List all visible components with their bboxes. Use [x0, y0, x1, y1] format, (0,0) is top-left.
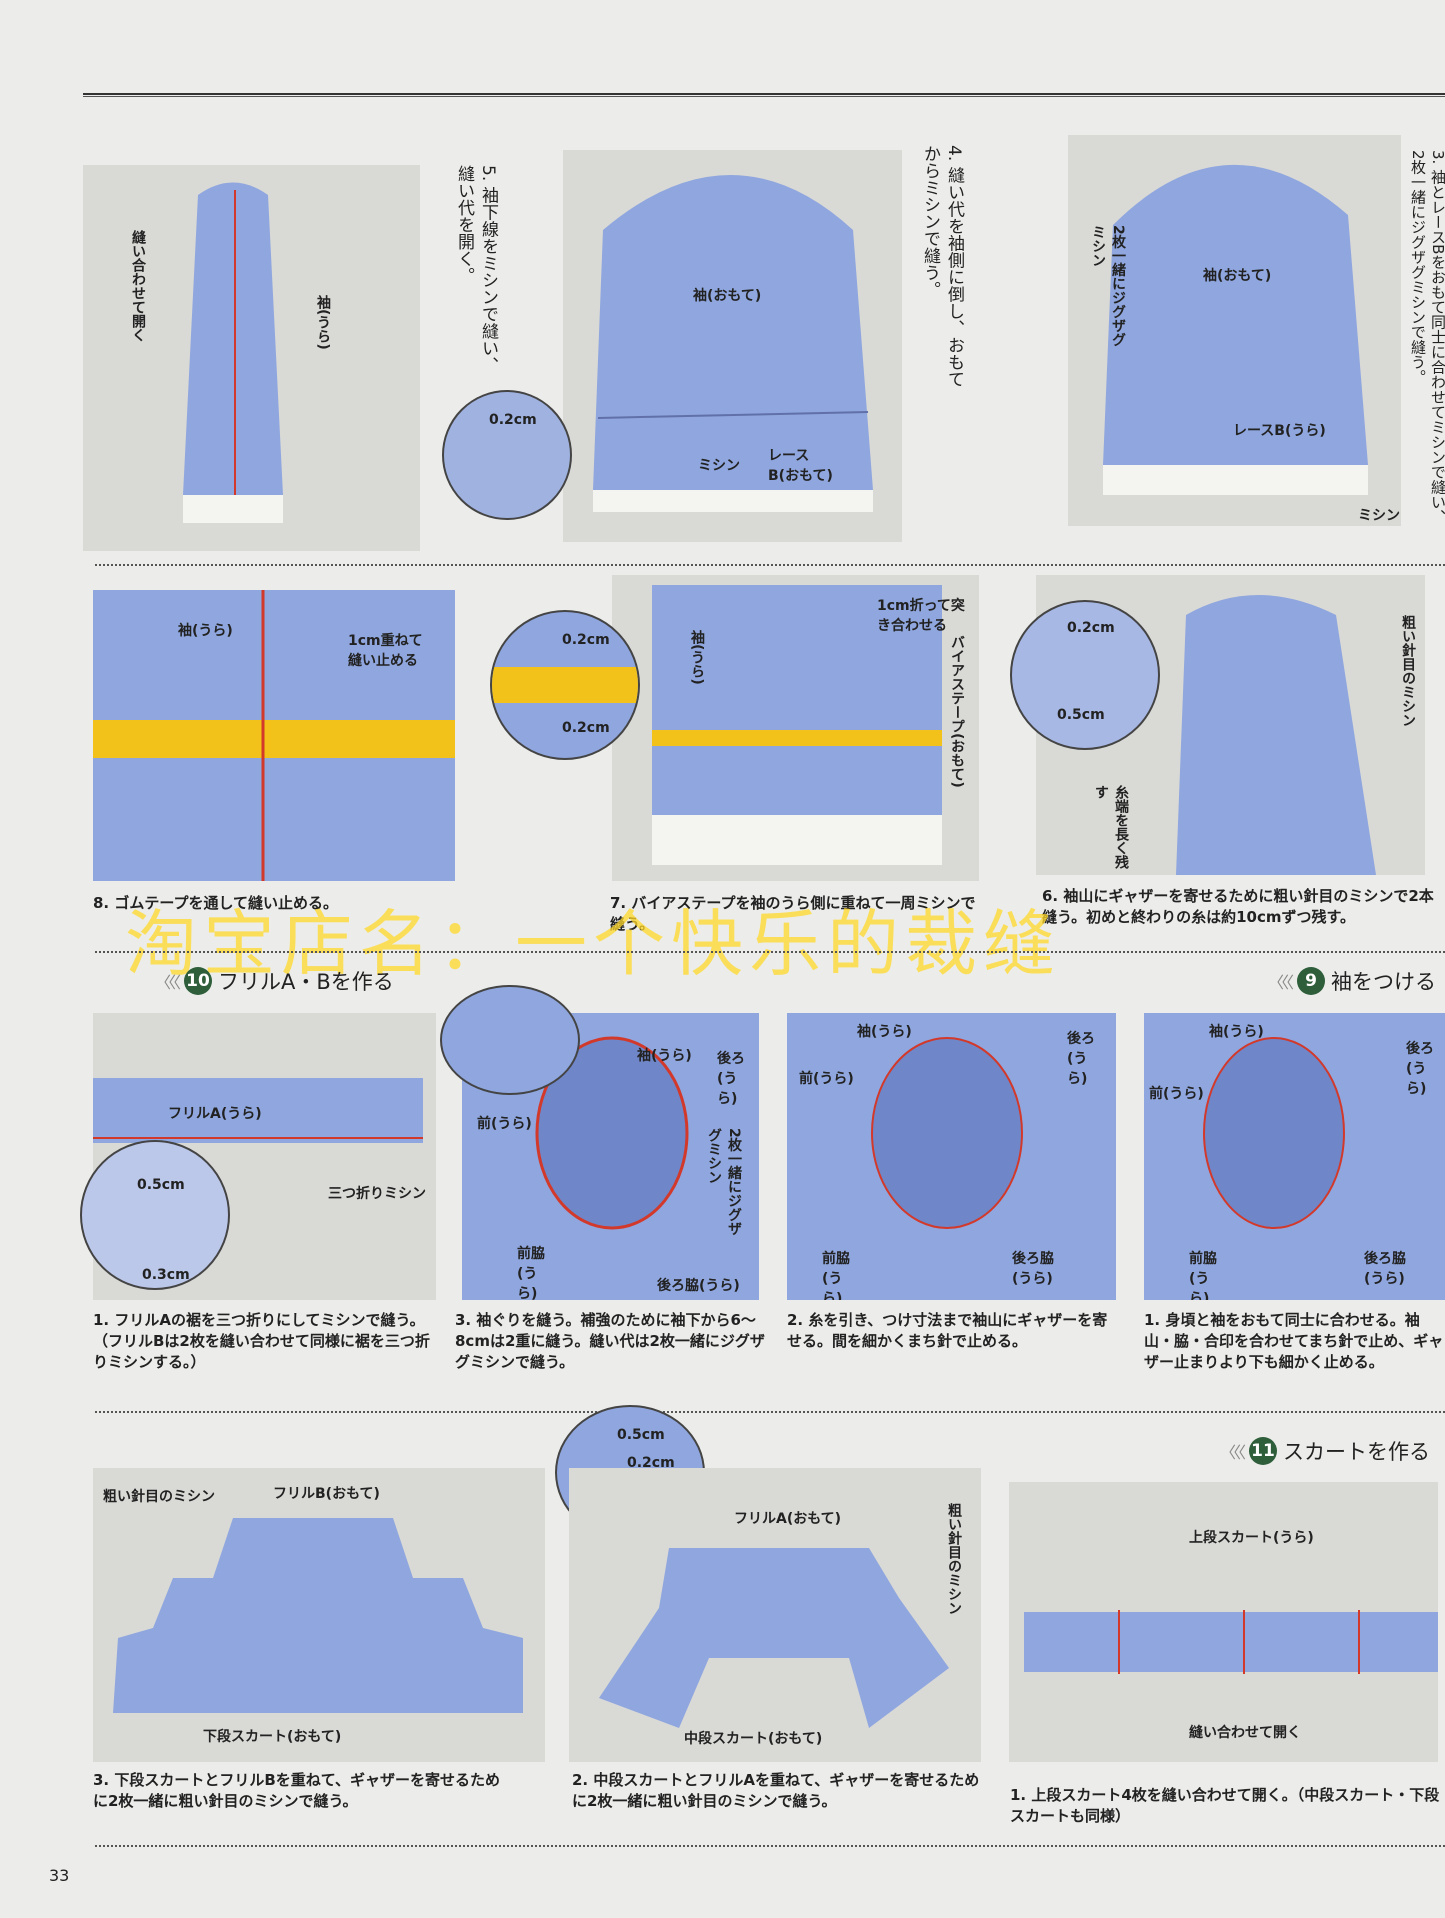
- photo-sleeve-seam-open: 縫い合わせて開く 袖(うら): [83, 165, 420, 551]
- section-10-heading: 〈〈〈 10 フリルA・Bを作る: [155, 966, 394, 996]
- label: 0.5cm: [137, 1177, 185, 1193]
- caption-step-8: 8. ゴムテープを通して縫い止める。: [93, 894, 339, 912]
- label: 上段スカート(うら): [1189, 1530, 1314, 1546]
- divider: [95, 564, 1445, 566]
- photo-sleeve-front: 袖(おもて) ミシン レースB(おもて): [563, 150, 902, 542]
- label: レースB(うら): [1233, 423, 1326, 439]
- caption-attach-step-1: 1. 身頃と袖をおもて同士に合わせる。袖山・脇・合印を合わせてまち針で止め、ギャ…: [1144, 1311, 1444, 1371]
- photo-sleeve-lace: 袖(おもて) 2枚一緒にジグザグミシン レースB(うら) ミシン: [1068, 135, 1401, 526]
- top-rule: [83, 93, 1445, 97]
- page-number: 33: [49, 1866, 70, 1885]
- label: 袖(うら): [689, 630, 705, 685]
- label: 0.2cm: [562, 632, 610, 648]
- caption-attach-step-2: 2. 糸を引き、つけ寸法まで袖山にギャザーを寄せる。間を細かくまち針で止める。: [787, 1311, 1108, 1350]
- label: 前(うら): [799, 1071, 854, 1087]
- section-title: 袖をつける: [1331, 970, 1437, 994]
- label: ミシン: [1358, 508, 1400, 524]
- label: 1cm折って突き合わせる: [877, 598, 965, 634]
- label: 0.5cm: [1057, 707, 1105, 723]
- divider: [95, 951, 1445, 953]
- label: 袖(うら): [1209, 1024, 1264, 1040]
- photo-middle-skirt: フリルA(おもて) 粗い針目のミシン 中段スカート(おもて): [569, 1468, 981, 1762]
- label: 前脇(うら): [517, 1246, 545, 1300]
- caption-step-6: 6. 袖山にギャザーを寄せるために粗い針目のミシンで2本縫う。初めと終わりの糸は…: [1042, 887, 1434, 926]
- label: 三つ折りミシン: [328, 1186, 426, 1202]
- label: 後ろ脇(うら): [657, 1278, 740, 1294]
- detail-circle: 0.2cm 0.2cm: [490, 610, 640, 760]
- label: 糸端を長く残す: [1093, 785, 1129, 869]
- section-number-badge: 9: [1297, 967, 1326, 995]
- caption-frill-step-1: 1. フリルAの裾を三つ折りにしてミシンで縫う。（フリルBは2枚を縫い合わせて同…: [93, 1311, 430, 1371]
- label: 前脇(うら): [822, 1251, 850, 1300]
- label: フリルB(おもて): [273, 1486, 380, 1502]
- label: 後ろ(うら): [717, 1051, 745, 1107]
- label: 下段スカート(おもて): [203, 1729, 342, 1745]
- step-5-text: 5. 袖下線をミシンで縫い、縫い代を開く。: [454, 165, 498, 374]
- label: 0.2cm: [489, 412, 537, 428]
- step-3-text: 3. 袖とレースBをおもて同士に合わせてミシンで縫い、2枚一緒にジグザグミシンで…: [1409, 150, 1445, 525]
- photo-elastic: 袖(うら) 1cm重ねて縫い止める: [93, 590, 455, 881]
- label: 2枚一緒にジグザグミシン: [1090, 225, 1126, 347]
- label: 後ろ(うら): [1067, 1031, 1095, 1087]
- photo-gathered-sleeve: 袖(うら) 後ろ(うら) 前(うら) 前脇(うら) 後ろ脇(うら): [787, 1013, 1116, 1300]
- detail-circle: 0.2cm: [442, 390, 572, 520]
- label: 縫い合わせて開く: [1189, 1725, 1301, 1741]
- divider: [95, 1411, 1445, 1413]
- caption-step-7: 7. バイアステープを袖のうら側に重ねて一周ミシンで縫う。: [610, 894, 976, 933]
- photo-lower-skirt: 粗い針目のミシン フリルB(おもて) 下段スカート(おもて): [93, 1468, 545, 1762]
- label: 粗い針目のミシン: [1400, 615, 1416, 727]
- label: 袖(おもて): [1203, 268, 1272, 284]
- label: 粗い針目のミシン: [103, 1489, 215, 1505]
- label: 1cm重ねて縫い止める: [348, 633, 423, 669]
- label: フリルA(うら): [168, 1106, 262, 1122]
- label: 0.3cm: [142, 1267, 190, 1283]
- divider: [95, 1845, 1445, 1847]
- detail-circle: 0.5cm 0.3cm: [80, 1140, 230, 1290]
- label: 2枚一緒にジグザグミシン: [706, 1128, 742, 1236]
- label: 0.2cm: [627, 1455, 675, 1471]
- section-title: フリルA・Bを作る: [218, 970, 394, 994]
- photo-frill-a: フリルA(うら) 三つ折りミシン: [93, 1013, 436, 1300]
- section-title: スカートを作る: [1283, 1440, 1431, 1464]
- arrow-icon: 〈〈〈: [155, 973, 181, 992]
- detail-circle: 0.2cm 0.5cm: [1010, 600, 1160, 750]
- detail-circle: [440, 985, 580, 1095]
- photo-bias-tape: 袖(うら) 1cm折って突き合わせる バイアステープ(おもて): [612, 575, 979, 881]
- label: レースB(おもて): [768, 448, 833, 484]
- label: 袖(うら): [178, 623, 233, 639]
- caption-attach-step-3: 3. 袖ぐりを縫う。補強のために袖下から6～8cmは2重に縫う。縫い代は2枚一緒…: [455, 1311, 765, 1371]
- label: ミシン: [698, 458, 740, 474]
- label: 袖(おもて): [693, 288, 762, 304]
- section-9-heading: 〈〈〈 9 袖をつける: [1268, 966, 1436, 996]
- section-number-badge: 11: [1249, 1437, 1278, 1465]
- label: 粗い針目のミシン: [946, 1503, 962, 1615]
- label: 前(うら): [1149, 1086, 1204, 1102]
- label: 中段スカート(おもて): [684, 1731, 823, 1747]
- label: 袖(うら): [637, 1048, 692, 1064]
- section-number-badge: 10: [184, 967, 213, 995]
- caption-skirt-step-3: 3. 下段スカートとフリルBを重ねて、ギャザーを寄せるために2枚一緒に粗い針目の…: [93, 1771, 501, 1810]
- label: 0.2cm: [1067, 620, 1115, 636]
- label: 後ろ脇(うら): [1364, 1251, 1406, 1287]
- label: 縫い合わせて開く: [130, 230, 146, 342]
- label: 0.2cm: [562, 720, 610, 736]
- photo-upper-skirt: 上段スカート(うら) 縫い合わせて開く: [1009, 1482, 1438, 1762]
- label: 袖(うら): [315, 295, 331, 350]
- caption-skirt-step-1: 1. 上段スカート4枚を縫い合わせて開く。（中段スカート・下段スカートも同様）: [1010, 1786, 1440, 1825]
- caption-skirt-step-2: 2. 中段スカートとフリルAを重ねて、ギャザーを寄せるために2枚一緒に粗い針目の…: [572, 1771, 980, 1810]
- label: 前脇(うら): [1189, 1251, 1217, 1300]
- section-11-heading: 〈〈〈 11 スカートを作る: [1220, 1436, 1430, 1466]
- label: 前(うら): [477, 1116, 532, 1132]
- arrow-icon: 〈〈〈: [1220, 1443, 1246, 1462]
- label: 後ろ(うら): [1406, 1041, 1434, 1097]
- label: 袖(うら): [857, 1024, 912, 1040]
- photo-pinned-sleeve: 袖(うら) 後ろ(うら) 前(うら) 前脇(うら) 後ろ脇(うら): [1144, 1013, 1445, 1300]
- label: フリルA(おもて): [734, 1511, 842, 1527]
- step-4-text: 4. 縫い代を袖側に倒し、おもてからミシンで縫う。: [920, 145, 964, 388]
- label: バイアステープ(おもて): [949, 635, 965, 788]
- arrow-icon: 〈〈〈: [1268, 973, 1294, 992]
- photo-armhole: 袖(うら) 後ろ(うら) 前(うら) 2枚一緒にジグザグミシン 前脇(うら) 後…: [462, 1013, 759, 1300]
- label: 0.5cm: [617, 1427, 665, 1443]
- label: 後ろ脇(うら): [1012, 1251, 1054, 1287]
